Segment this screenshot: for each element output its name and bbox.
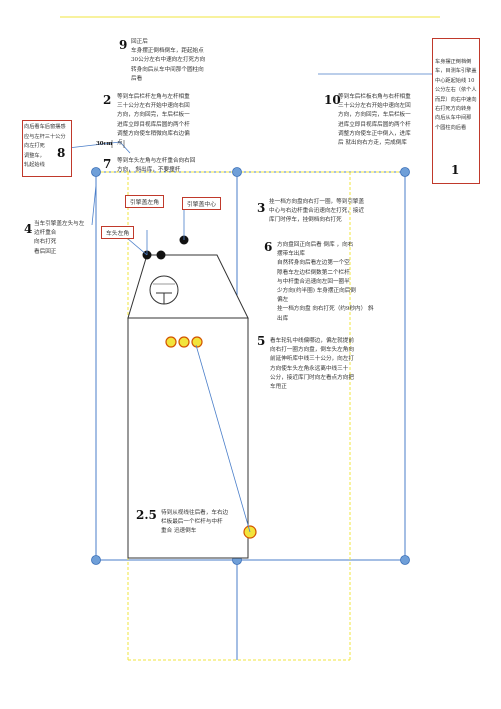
step-7-number: 7 [103,157,112,171]
step-2-text: 等到车后栏杆左角与左杆相重 三十公分左右开始中速向右回 方向，方向回完，车后栏板… [117,94,190,147]
step-6-number: 6 [264,240,273,254]
step-2-number: 2 [103,93,112,107]
car-body [127,254,249,559]
car-cabin [127,317,249,559]
step-1-text: 车身摆正倒档倒 车，目测车引擎盖 中心距起始线 10 公分左右（依个人 而异）向… [435,59,477,131]
step-5-number: 5 [257,334,266,348]
garage-dashed-lines [96,171,405,661]
dimension-30cm [111,140,125,148]
step-9-number: 9 [119,38,128,52]
step-3-text: 挂一档方向盘向右打一圈，等到引擎盖 中心与右边杆重合迅速向左打死，接近 库门时停… [269,199,365,224]
post-left [165,336,177,348]
steering-wheel-icon [149,275,179,305]
step-10-text: 等到车后栏板右角与右杆相重 三十公分左右开始中速向左回 方向，方向回完，车后栏板… [338,94,411,147]
step-2-5-number: 2.5 [136,508,157,522]
step-2-5-text: 待到从视线往后看，车右边 栏板最后一个栏杆与中杆 重合 迅速倒车 [161,510,229,535]
post-right [191,336,203,348]
step-4-text: 当车引擎盖左头与左 边杆重合 向右打死 看后回正 [34,221,85,255]
step-8-box [22,120,72,177]
step-9-text: 回正后 车身摆正倒档倒车，距起始点 30公分左右中速向左打死方向 转身向后从车中… [131,39,206,82]
car-front-left-label: 车头左角 [101,226,135,239]
step-6-text: 方向盘回正向后看 倒库 ，向右 摆带车出库 自然转身向后看左边第一个空 隙看车左… [277,242,374,322]
step-8-number: 8 [57,146,66,160]
dimension-30cm-label: 30cm [96,141,113,147]
step-5-text: 看车轮轧中线偏哪边，偏左就提前 向右打一圈方向盘，倒车头左角向 前延伸听库中线三… [270,338,354,391]
step-1-number: 1 [451,163,460,177]
step-3-number: 3 [257,201,266,215]
car-hood [127,254,249,319]
engine-center-label: 引擎盖中心 [182,197,221,210]
pointer-lines [67,73,440,533]
post-mid [178,336,190,348]
step-8-text: 向后看车后窗摆感 应与左杆三十公分 向左打死 调整车， 轧起始线 [24,124,66,169]
reference-posts [165,336,257,539]
step-7-text: 等到车头左角与左杆重合向右回 方向， 斜出库，不要撞杆 [117,158,196,174]
step-4-number: 4 [24,222,33,236]
engine-left-label: 引擎盖左角 [125,195,164,208]
step-10-number: 10 [324,93,341,107]
step-1-box [432,38,480,184]
